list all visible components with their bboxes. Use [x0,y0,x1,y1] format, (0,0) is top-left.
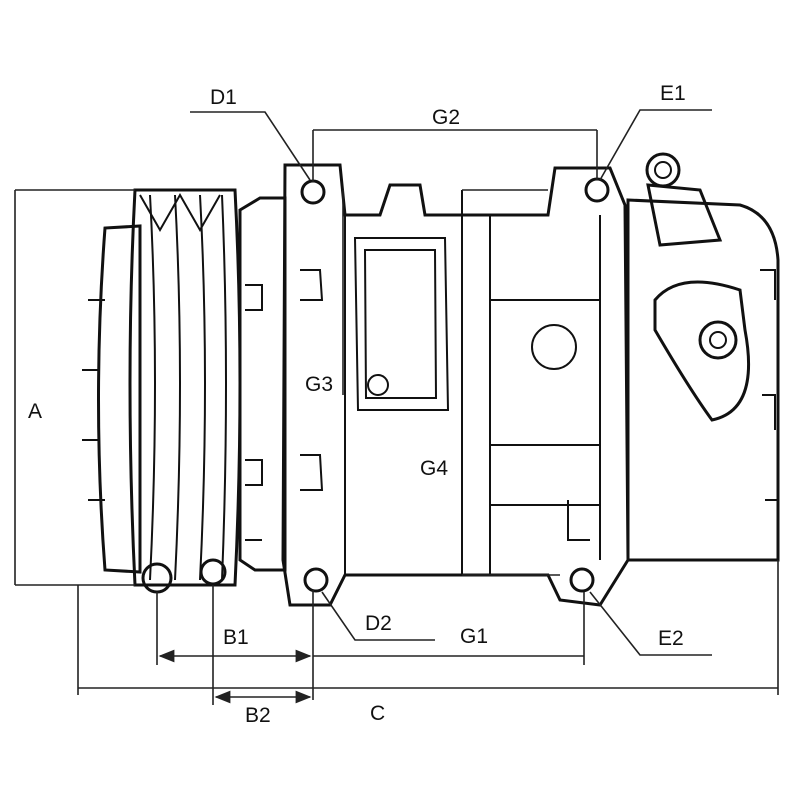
dimension-lines [14,109,779,705]
label-c: C [370,702,385,725]
mounting-holes [300,177,610,593]
hole-d1 [300,179,326,205]
label-e2: E2 [658,627,684,650]
hole-e1 [584,177,610,203]
rear-head [626,152,780,562]
label-g2: G2 [432,106,460,129]
label-b1: B1 [223,626,249,649]
label-e1: E1 [660,82,686,105]
label-g4: G4 [420,457,448,480]
label-d1: D1 [210,86,237,109]
compressor-body [281,163,630,607]
label-g3: G3 [305,373,333,396]
label-a: A [28,400,42,423]
hole-d2 [303,567,329,593]
pulley [82,188,242,594]
label-d2: D2 [365,612,392,635]
label-b2: B2 [245,704,271,727]
front-housing [238,196,287,572]
label-g1: G1 [460,625,488,648]
hole-e2 [569,567,595,593]
